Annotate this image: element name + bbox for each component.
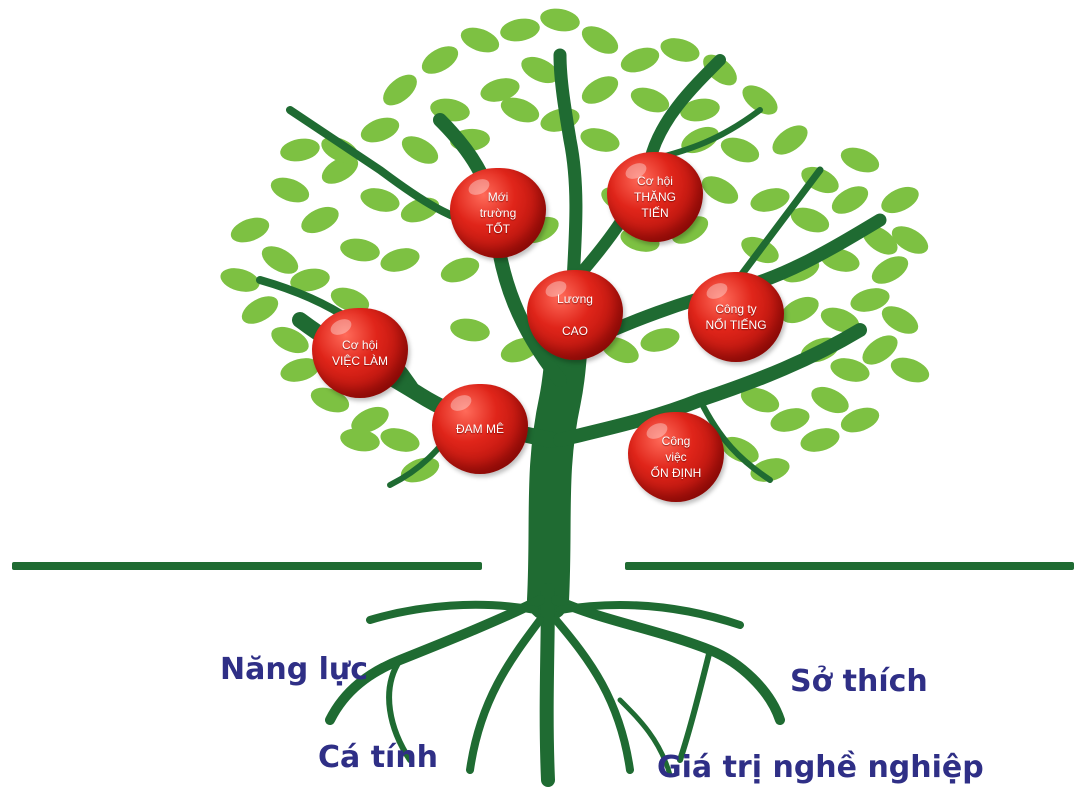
leaf	[280, 358, 320, 382]
leaf	[640, 328, 680, 352]
leaf	[620, 47, 660, 73]
leaf	[740, 387, 780, 413]
branch-center-up	[553, 48, 583, 307]
root-left-4	[386, 657, 413, 763]
leaf	[321, 136, 359, 164]
leaf	[261, 246, 299, 274]
leaf	[380, 428, 420, 452]
leaf	[750, 188, 790, 212]
leaf	[540, 8, 580, 32]
apple-cong-ty-noi-tieng: Công ty NỔI TIẾNG	[688, 272, 784, 362]
apple-luong-cao: Lương CAO	[527, 270, 623, 360]
leaf	[480, 78, 520, 102]
leaf	[230, 217, 270, 243]
leaf	[340, 428, 380, 452]
apple-co-hoi-viec-lam: Cơ hội VIỆC LÀM	[312, 308, 408, 398]
root-label-gia-tri-nghe-nghiep: Giá trị nghề nghiệp	[657, 750, 984, 785]
leaf	[581, 76, 619, 104]
leaf	[460, 27, 500, 53]
root-right-3	[552, 616, 634, 774]
apple-label: ĐAM MÊ	[456, 422, 504, 436]
leaf	[840, 147, 880, 173]
leaf	[890, 357, 930, 383]
leaf	[742, 85, 778, 115]
ground-line-left	[12, 562, 482, 570]
root-left-2	[366, 600, 539, 624]
leaf	[280, 138, 320, 162]
root-label-so-thich: Sở thích	[790, 664, 928, 699]
leaf	[781, 296, 819, 324]
leaf	[580, 128, 620, 152]
leaf	[800, 428, 840, 452]
apple-moi-truong-tot: Mới trường TỐT	[450, 168, 546, 258]
leaf	[380, 248, 420, 272]
leaf	[421, 46, 459, 74]
root-label-nang-luc: Năng lực	[220, 652, 369, 687]
apple-label: Cơ hội THĂNG TIẾN	[634, 174, 676, 220]
leaf	[871, 256, 909, 284]
leaf	[521, 56, 559, 84]
apple-dam-me: ĐAM MÊ	[432, 384, 528, 474]
leaf	[220, 268, 260, 292]
leaf	[351, 406, 389, 434]
leaf	[891, 226, 929, 254]
leaf	[301, 206, 339, 234]
leaf	[400, 457, 440, 483]
leaf	[850, 288, 890, 312]
leaf	[360, 188, 400, 212]
leaf	[770, 408, 810, 432]
leaf	[450, 318, 490, 342]
apple-label: Lương CAO	[557, 292, 593, 338]
leaf	[660, 38, 700, 62]
root-left-1	[325, 595, 545, 725]
root-right-5	[617, 697, 673, 778]
apple-label: Cơ hội VIỆC LÀM	[331, 338, 388, 368]
leaf	[772, 125, 808, 155]
root-right-2	[556, 601, 744, 629]
leaf	[383, 74, 417, 106]
leaf	[881, 186, 919, 214]
leaf	[790, 207, 830, 233]
apple-label: Mới trường TỐT	[479, 190, 517, 236]
leaf	[830, 358, 870, 382]
leaf	[270, 177, 310, 203]
leaf	[720, 137, 760, 163]
leaf	[680, 98, 720, 122]
leaf	[840, 407, 880, 433]
leaf	[271, 326, 309, 354]
root-center	[539, 583, 555, 787]
leaf	[500, 97, 540, 123]
leaf	[360, 117, 400, 143]
leaf	[500, 18, 540, 42]
apple-cong-viec-on-dinh: Công việc ỔN ĐỊNH	[628, 412, 724, 502]
leaf	[330, 287, 370, 313]
root-label-ca-tinh: Cá tính	[318, 740, 439, 775]
leaf	[820, 307, 860, 333]
leaf	[290, 268, 330, 292]
apple-co-hoi-thang-tien: Cơ hội THĂNG TIẾN	[607, 152, 703, 242]
leaf	[321, 156, 359, 184]
leaf	[440, 257, 480, 283]
leaf	[811, 386, 849, 414]
apple-label: Công ty NỔI TIẾNG	[705, 302, 767, 332]
leaf	[340, 238, 380, 262]
leaf	[701, 176, 739, 204]
leaf	[241, 296, 279, 324]
leaf	[862, 335, 898, 365]
leaf	[630, 87, 670, 113]
ground-line-right	[625, 562, 1074, 570]
leaf	[831, 186, 869, 214]
leaf	[581, 26, 619, 54]
branch-low-right-twig	[697, 397, 773, 483]
leaf	[401, 136, 439, 164]
leaf	[881, 306, 919, 334]
apple-label: Công việc ỔN ĐỊNH	[650, 434, 702, 480]
root-left-3	[466, 616, 544, 774]
root-right-4	[677, 647, 713, 763]
